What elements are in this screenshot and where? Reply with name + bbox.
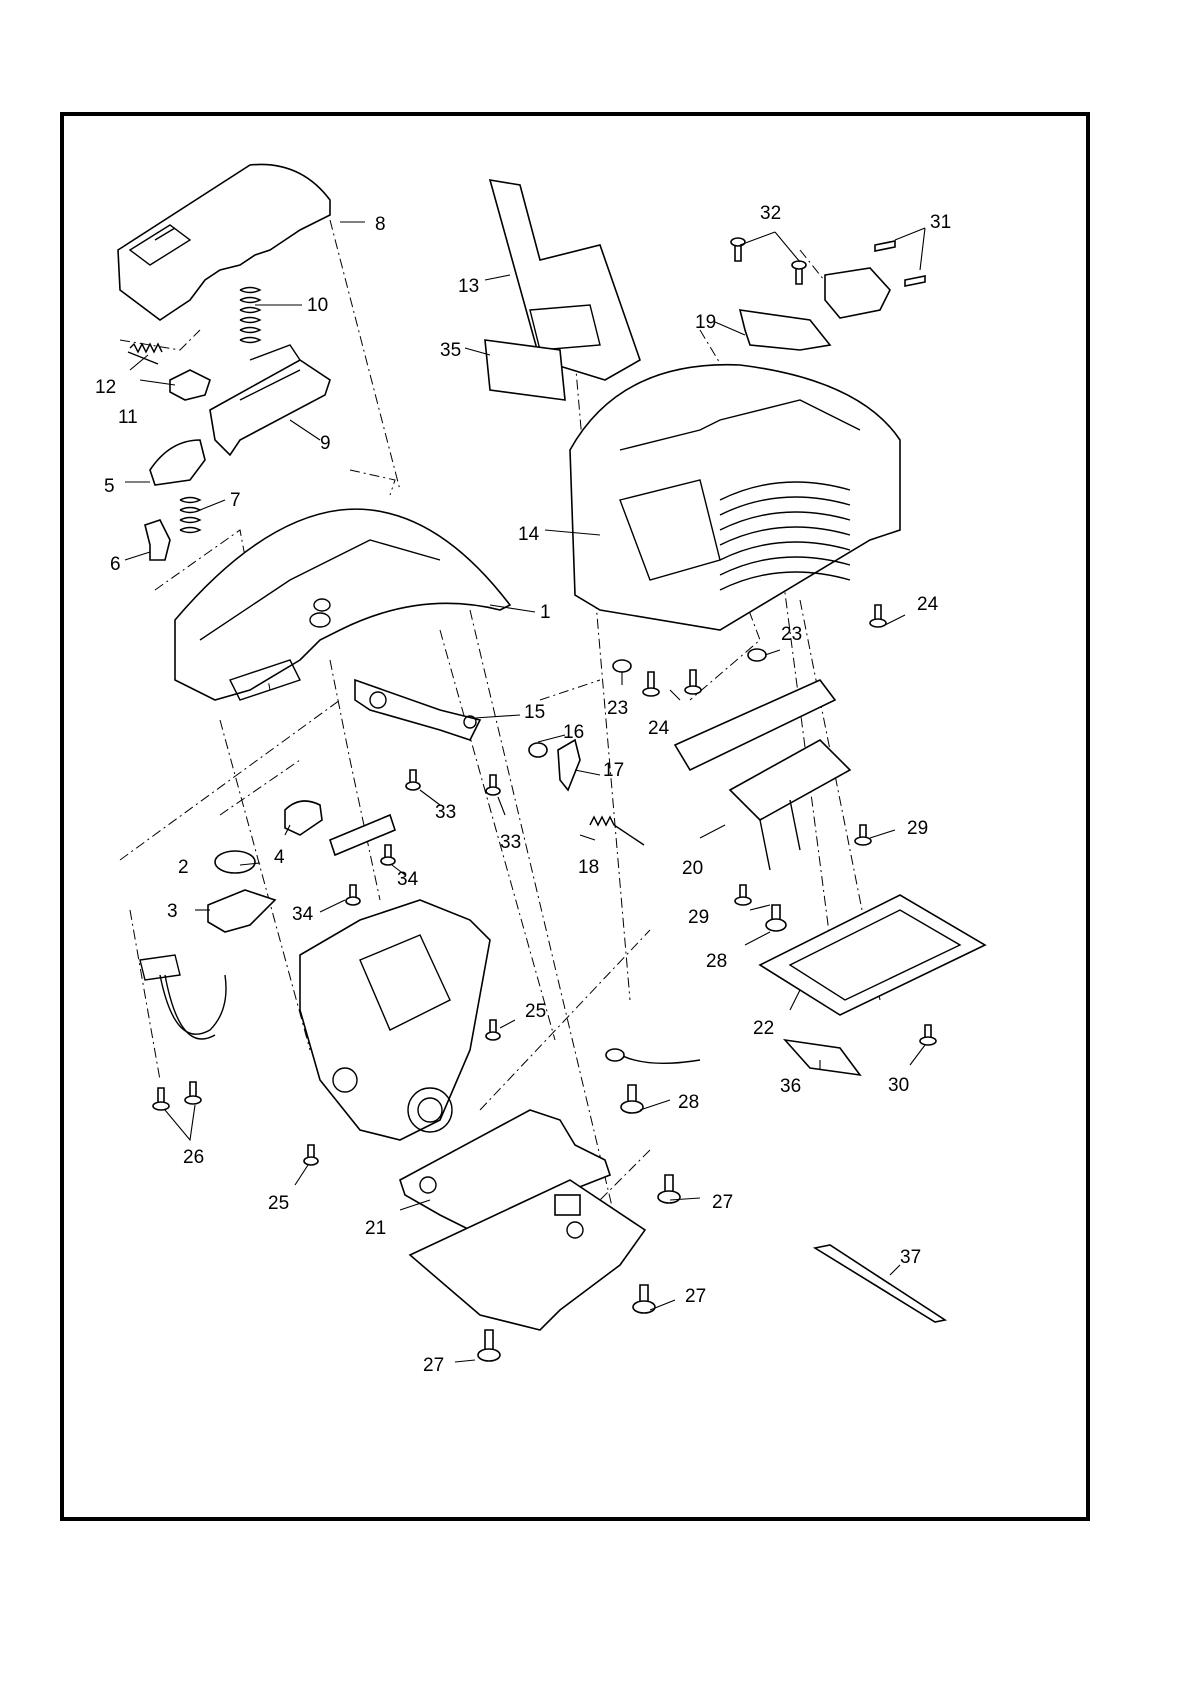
callout-19: 19 [695, 312, 716, 333]
callout-22: 22 [753, 1018, 774, 1039]
callout-24b: 24 [917, 594, 939, 615]
part-9-button-frame [210, 345, 330, 455]
callout-23a: 23 [607, 698, 628, 719]
callout-25a: 25 [525, 1001, 546, 1022]
callout-10: 10 [307, 295, 328, 316]
callout-2: 2 [178, 857, 189, 878]
part-11-lever [170, 370, 210, 400]
part-23-foot-right [748, 649, 766, 661]
part-31-screws [875, 241, 925, 286]
part-20-shield [730, 740, 850, 870]
part-19-bracket [740, 310, 830, 350]
part-18-spring [590, 817, 644, 845]
part-28-screws [606, 905, 786, 1113]
part-32-screws [731, 238, 806, 284]
callout-30: 30 [888, 1075, 909, 1096]
part-34-board [330, 815, 395, 905]
callout-34b: 34 [292, 904, 314, 925]
callout-16: 16 [563, 722, 584, 743]
callout-32: 32 [760, 203, 781, 224]
callout-13: 13 [458, 276, 479, 297]
part-6-latch [145, 520, 170, 560]
callout-27b: 27 [685, 1286, 706, 1307]
part-35-label [485, 340, 565, 400]
part-14-rear-housing [570, 365, 900, 630]
part-10-spring [240, 288, 260, 343]
part-5-button-cap [150, 440, 205, 485]
part-26-cable [140, 955, 226, 1110]
callout-14: 14 [518, 524, 540, 545]
callout-11: 11 [118, 407, 138, 428]
part-2-lens [215, 851, 255, 873]
callout-24a: 24 [648, 718, 670, 739]
callout-33b: 33 [500, 832, 521, 853]
callout-36: 36 [780, 1076, 801, 1097]
part-12-spring [128, 344, 162, 364]
callout-8: 8 [375, 214, 386, 235]
callout-18: 18 [578, 857, 599, 878]
callout-7: 7 [230, 490, 241, 511]
callout-17: 17 [603, 760, 624, 781]
part-31-connector [825, 268, 890, 318]
callout-33a: 33 [435, 802, 456, 823]
part-23-foot-left [613, 660, 631, 672]
callout-9: 9 [320, 433, 331, 454]
callout-21: 21 [365, 1218, 386, 1239]
part-1-main-housing [175, 509, 510, 700]
part-17-lever [558, 740, 580, 790]
callout-20: 20 [682, 858, 703, 879]
callout-28b: 28 [706, 951, 727, 972]
part-3-holder [208, 890, 275, 932]
part-30-screw [920, 1025, 936, 1045]
callout-1: 1 [540, 602, 551, 623]
part-29-screws [735, 825, 871, 905]
part-36-label [785, 1040, 860, 1075]
part-8-top-cover [118, 164, 330, 320]
drive-mechanism [300, 900, 490, 1140]
callout-31: 31 [930, 212, 951, 233]
callout-23b: 23 [781, 624, 802, 645]
callout-35: 35 [440, 340, 461, 361]
callout-15: 15 [524, 702, 545, 723]
part-15-bracket [355, 680, 480, 740]
callout-34a: 34 [397, 869, 419, 890]
callout-27c: 27 [423, 1355, 444, 1376]
part-16-washer [529, 743, 547, 757]
callout-29a: 29 [907, 818, 928, 839]
part-7-spring [180, 498, 200, 533]
callout-12: 12 [95, 377, 116, 398]
part-33-screws [406, 770, 500, 795]
callout-25b: 25 [268, 1193, 289, 1214]
callout-29b: 29 [688, 907, 709, 928]
callout-26: 26 [183, 1147, 204, 1168]
part-22-bottom-cover [760, 895, 985, 1015]
callout-37: 37 [900, 1247, 921, 1268]
callout-3: 3 [167, 901, 178, 922]
callout-6: 6 [110, 554, 121, 575]
callout-5: 5 [104, 476, 115, 497]
callout-27a: 27 [712, 1192, 733, 1213]
callout-4: 4 [274, 847, 285, 868]
callout-28a: 28 [678, 1092, 699, 1113]
part-4-sensor [285, 801, 322, 835]
part-37-tool [815, 1245, 945, 1322]
